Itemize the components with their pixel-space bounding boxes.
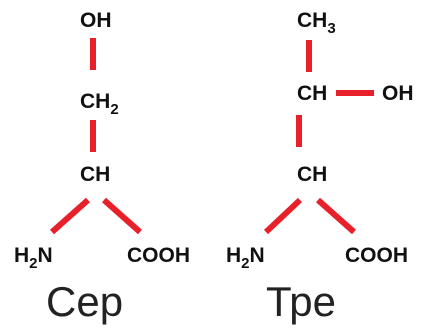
serine-ch-label: CH (80, 163, 110, 186)
serine-cooh-label: COOH (127, 244, 190, 267)
threonine-bond-ch-cooh (316, 197, 356, 235)
serine-oh-label: OH (80, 9, 112, 32)
serine-structure: OH CH2 CH H2N COOH Сер (14, 9, 190, 325)
serine-bond-ch-cooh (102, 197, 142, 235)
threonine-ch-label: CH (297, 163, 327, 186)
threonine-bond-ch-nh2 (263, 197, 303, 235)
threonine-oh-label: OH (382, 82, 414, 105)
threonine-ch3-label: CH3 (297, 9, 336, 37)
serine-ch2-label: CH2 (80, 90, 119, 118)
threonine-structure: CH3 CH OH CH H2N COOH Тре (226, 9, 414, 325)
serine-h2n-label: H2N (14, 244, 53, 272)
serine-bond-ch-nh2 (50, 197, 90, 235)
serine-name: Сер (46, 278, 123, 325)
threonine-name: Тре (266, 278, 336, 325)
threonine-h2n-label: H2N (226, 244, 265, 272)
threonine-ch-top-label: CH (297, 82, 327, 105)
threonine-cooh-label: COOH (345, 244, 408, 267)
